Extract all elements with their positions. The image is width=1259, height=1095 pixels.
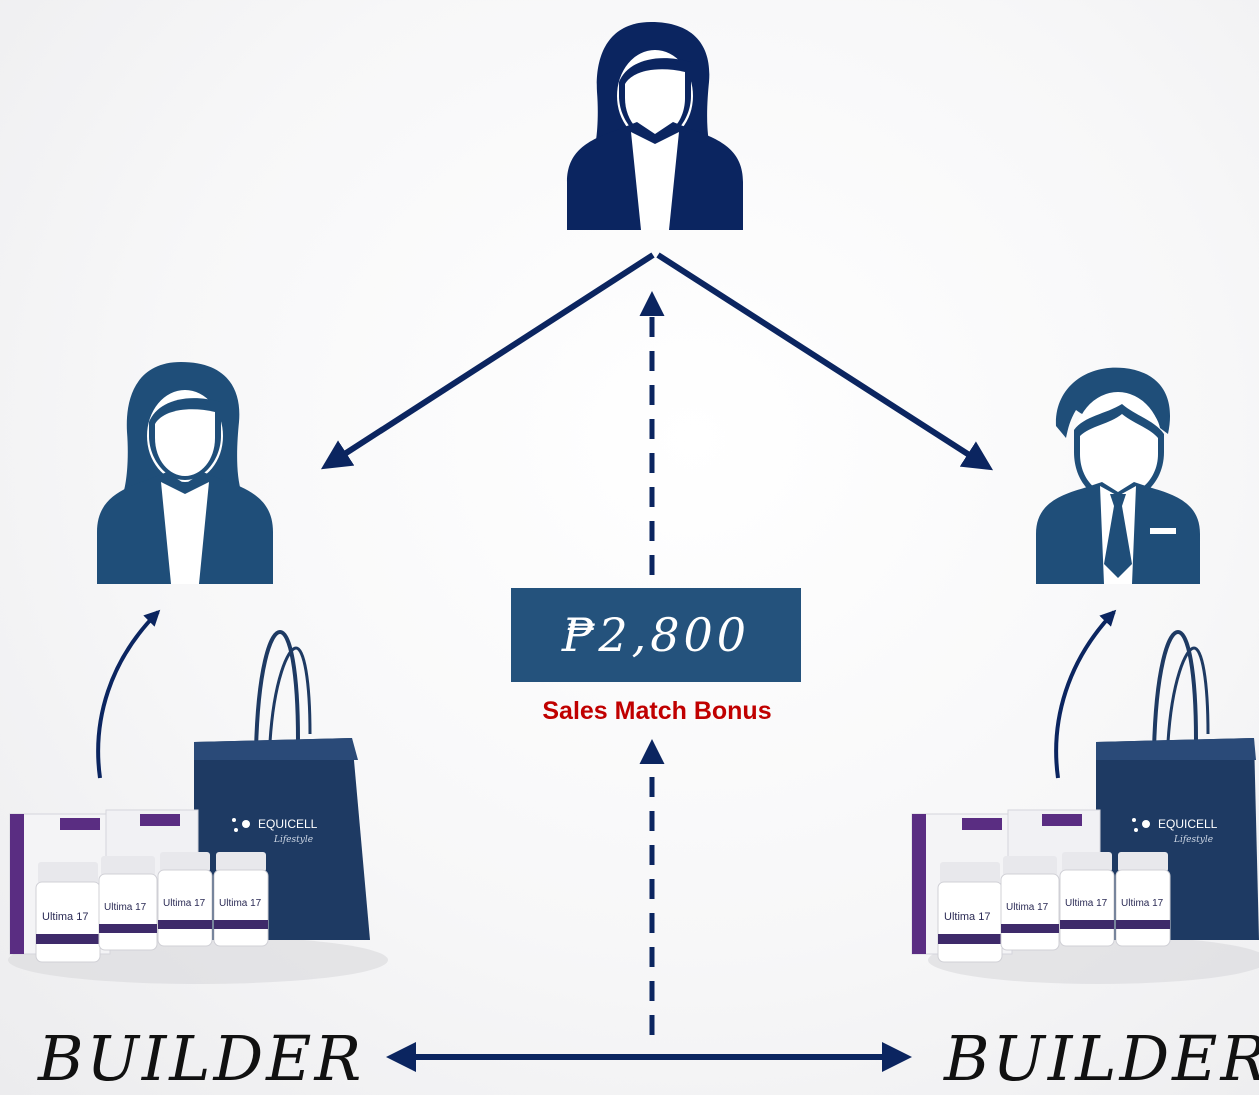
downline-male-icon [1036, 367, 1200, 584]
bottle-label-left-3: Ultima 17 [163, 898, 206, 909]
curved-arrow-left [96, 609, 161, 779]
bag-brand-left: EQUICELL [258, 817, 318, 831]
bottle-label-right-2: Ultima 17 [1006, 902, 1049, 913]
bottle-label-left-2: Ultima 17 [104, 902, 147, 913]
bottle-label-right-1: Ultima 17 [944, 911, 990, 923]
bonus-amount: ₱2,800 [561, 608, 751, 662]
bottle-label-right-4: Ultima 17 [1121, 898, 1164, 909]
builder-right-label: BUILDER [944, 1022, 1259, 1095]
bottle-label-right-3: Ultima 17 [1065, 898, 1108, 909]
arrow-to-left-downline [320, 252, 655, 470]
arrow-to-right-downline [656, 252, 994, 471]
bag-brand-script-right: Lifestyle [1173, 835, 1213, 845]
sponsor-female-icon [567, 22, 743, 230]
builder-left-label: BUILDER [38, 1022, 365, 1095]
bottle-label-left-4: Ultima 17 [219, 898, 262, 909]
bonus-amount-box: ₱2,800 [511, 588, 801, 682]
product-set-right: EQUICELL Lifestyle Ultima 17 Ultima 17 U… [911, 629, 1259, 984]
downline-female-icon [97, 362, 273, 584]
curved-arrow-right [1054, 609, 1117, 779]
product-set-left: EQUICELL Lifestyle Ultima 17 Ultima 17 U… [8, 629, 388, 984]
bottle-icon [35, 852, 269, 963]
bonus-label: Sales Match Bonus [542, 697, 772, 725]
bottle-label-left-1: Ultima 17 [42, 911, 88, 923]
bottle-icon [937, 852, 1171, 963]
bag-brand-right: EQUICELL [1158, 817, 1218, 831]
bag-brand-script-left: Lifestyle [273, 835, 313, 845]
